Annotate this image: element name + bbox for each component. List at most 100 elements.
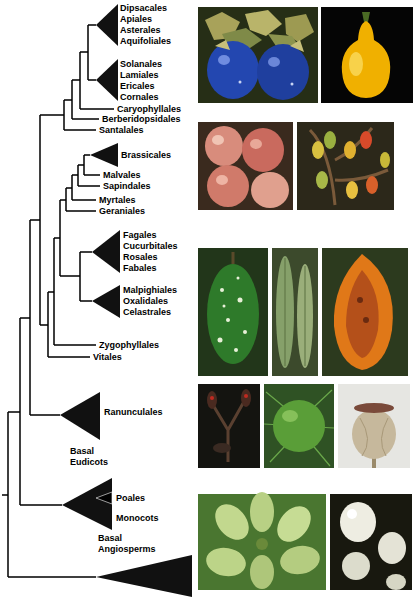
photo-green-fruits-part bbox=[270, 500, 317, 549]
clade-triangle bbox=[96, 492, 112, 504]
clade-triangle bbox=[96, 4, 118, 46]
photo-stalk-fruits-part bbox=[324, 131, 336, 149]
photo-spotted-fruit-part bbox=[238, 298, 243, 303]
clade-label: Geraniales bbox=[99, 206, 145, 217]
photo-spotted-fruit-part bbox=[198, 248, 268, 376]
photo-dry-pods-part bbox=[210, 396, 214, 400]
photo-blue-berries-part bbox=[218, 55, 230, 65]
photo-stalk-fruits-part bbox=[310, 128, 388, 205]
clade-triangle bbox=[96, 555, 192, 597]
photo-stalk-fruits-part bbox=[312, 141, 324, 159]
clade-label: Malvales bbox=[103, 170, 141, 181]
photo-white-berries-part bbox=[347, 509, 357, 519]
clade-label: Monocots bbox=[116, 513, 159, 524]
photo-poppy-capsule bbox=[338, 384, 410, 468]
photo-spotted-fruit-part bbox=[243, 330, 247, 334]
photo-dry-pods-part bbox=[213, 443, 231, 453]
photo-dry-pods-part bbox=[207, 391, 217, 409]
photo-blue-berries-part bbox=[290, 40, 304, 52]
photo-blue-berries-part bbox=[207, 41, 259, 99]
clade-triangle bbox=[62, 478, 112, 530]
photo-poppy-capsule-part bbox=[352, 409, 396, 459]
clade-label: Santalales bbox=[99, 125, 144, 136]
photo-white-berries-part bbox=[342, 552, 370, 580]
clade-label: Ranunculales bbox=[104, 407, 163, 418]
photo-orange-pod-part bbox=[346, 270, 379, 358]
clade-label: Asterales bbox=[120, 25, 161, 36]
photo-green-fruits-part bbox=[278, 543, 322, 578]
photo-yellow-fruit-part bbox=[362, 12, 370, 22]
photo-yellow-fruit bbox=[321, 7, 413, 103]
clade-label: Aquifoliales bbox=[120, 36, 171, 47]
photo-stalk-fruits-part bbox=[366, 176, 378, 194]
clade-label: Solanales bbox=[120, 59, 162, 70]
clade-label: Fagales bbox=[123, 230, 157, 241]
photo-green-fruits-part bbox=[250, 492, 274, 532]
clade-label: Basal Eudicots bbox=[70, 446, 120, 468]
photo-spotted-fruit-part bbox=[207, 264, 259, 364]
photo-pink-fruits-part bbox=[251, 172, 289, 208]
clade-label: Cucurbitales bbox=[123, 241, 178, 252]
clade-triangle bbox=[60, 392, 100, 440]
photo-spotted-fruit-part bbox=[232, 252, 235, 264]
photo-spotted-fruit-part bbox=[226, 318, 230, 322]
photo-dry-pods-part bbox=[241, 389, 251, 407]
photo-green-sphere-part bbox=[273, 400, 325, 452]
clade-label: Fabales bbox=[123, 263, 157, 274]
photo-green-fruits-part bbox=[250, 555, 274, 589]
photo-stalk-fruits-part bbox=[380, 152, 390, 168]
photo-dry-pods-part bbox=[210, 398, 246, 462]
photo-orange-pod bbox=[322, 248, 408, 376]
photo-stalk-fruits-part bbox=[297, 122, 394, 210]
photo-pink-fruits-part bbox=[198, 122, 293, 210]
photo-green-sphere bbox=[264, 384, 334, 468]
clade-label: Celastrales bbox=[123, 307, 171, 318]
clade-label: Basal Angiosperms bbox=[98, 533, 164, 555]
photo-pods-part bbox=[285, 258, 305, 366]
photo-orange-pod-part bbox=[322, 248, 408, 376]
photo-dry-pods bbox=[198, 384, 260, 468]
photo-stalk-fruits-part bbox=[316, 171, 328, 189]
photo-green-fruits-part bbox=[256, 538, 268, 550]
photo-stalk-fruits-part bbox=[344, 141, 356, 159]
clade-triangles bbox=[60, 4, 192, 597]
clade-label: Brassicales bbox=[121, 150, 171, 161]
photo-poppy-capsule-part bbox=[338, 384, 410, 468]
clade-label: Berberidopsidales bbox=[102, 114, 181, 125]
photo-stalk-fruits-part bbox=[360, 131, 372, 149]
fruit-photos bbox=[198, 7, 413, 590]
photo-white-berries-part bbox=[340, 502, 376, 542]
photo-dry-pods-part bbox=[198, 384, 260, 468]
photo-pods-part bbox=[272, 248, 318, 376]
photo-poppy-capsule-part bbox=[360, 418, 388, 456]
clade-label: Poales bbox=[116, 493, 145, 504]
clade-triangle bbox=[96, 59, 118, 101]
photo-orange-pod-part bbox=[334, 254, 393, 370]
clade-label: Lamiales bbox=[120, 70, 159, 81]
clade-label: Cornales bbox=[120, 92, 159, 103]
clade-label: Myrtales bbox=[99, 195, 136, 206]
photo-green-sphere-part bbox=[264, 390, 334, 466]
photo-spotted-fruit-part bbox=[218, 338, 223, 343]
photo-green-sphere-part bbox=[282, 410, 298, 422]
photo-white-berries-part bbox=[386, 574, 406, 590]
clade-label: Caryophyllales bbox=[117, 104, 181, 115]
photo-spotted-fruit-part bbox=[234, 348, 238, 352]
photo-orange-pod-part bbox=[357, 297, 363, 303]
photo-yellow-fruit-part bbox=[349, 52, 363, 76]
photo-spotted-fruit-part bbox=[237, 277, 240, 280]
photo-pink-fruits-part bbox=[242, 128, 284, 172]
photo-pink-fruits-part bbox=[212, 135, 224, 145]
photo-pink-fruits bbox=[198, 122, 293, 210]
photo-green-fruits bbox=[198, 492, 326, 590]
photo-white-berries-part bbox=[378, 532, 406, 564]
photo-blue-berries-part bbox=[198, 7, 318, 103]
photo-green-fruits-part bbox=[208, 498, 255, 547]
clade-triangle bbox=[92, 230, 120, 273]
photo-pink-fruits-part bbox=[207, 165, 249, 207]
photo-dry-pods-part bbox=[244, 394, 248, 398]
photo-spotted-fruit-part bbox=[223, 305, 226, 308]
photo-yellow-fruit-part bbox=[342, 21, 390, 98]
photo-blue-berries-part bbox=[239, 81, 242, 84]
photo-blue-berries-part bbox=[291, 83, 294, 86]
